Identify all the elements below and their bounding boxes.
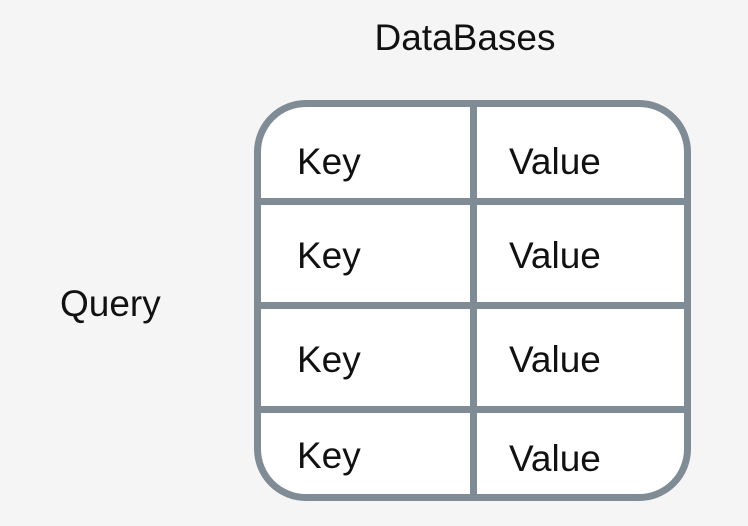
key-cell-4: Key (297, 435, 361, 476)
query-label: Query (60, 283, 161, 324)
column-divider (470, 107, 477, 494)
row-divider-2 (261, 302, 684, 309)
database-table: Key Value Key Value Key Value Key Value (254, 100, 691, 501)
key-cell-3: Key (297, 339, 361, 380)
row-divider-1 (261, 198, 684, 205)
value-cell-1: Value (509, 141, 601, 182)
value-cell-4: Value (509, 438, 601, 479)
value-cell-2: Value (509, 235, 601, 276)
key-cell-1: Key (297, 141, 361, 182)
row-divider-3 (261, 406, 684, 413)
key-cell-2: Key (297, 235, 361, 276)
value-cell-3: Value (509, 339, 601, 380)
databases-title: DataBases (374, 17, 556, 58)
